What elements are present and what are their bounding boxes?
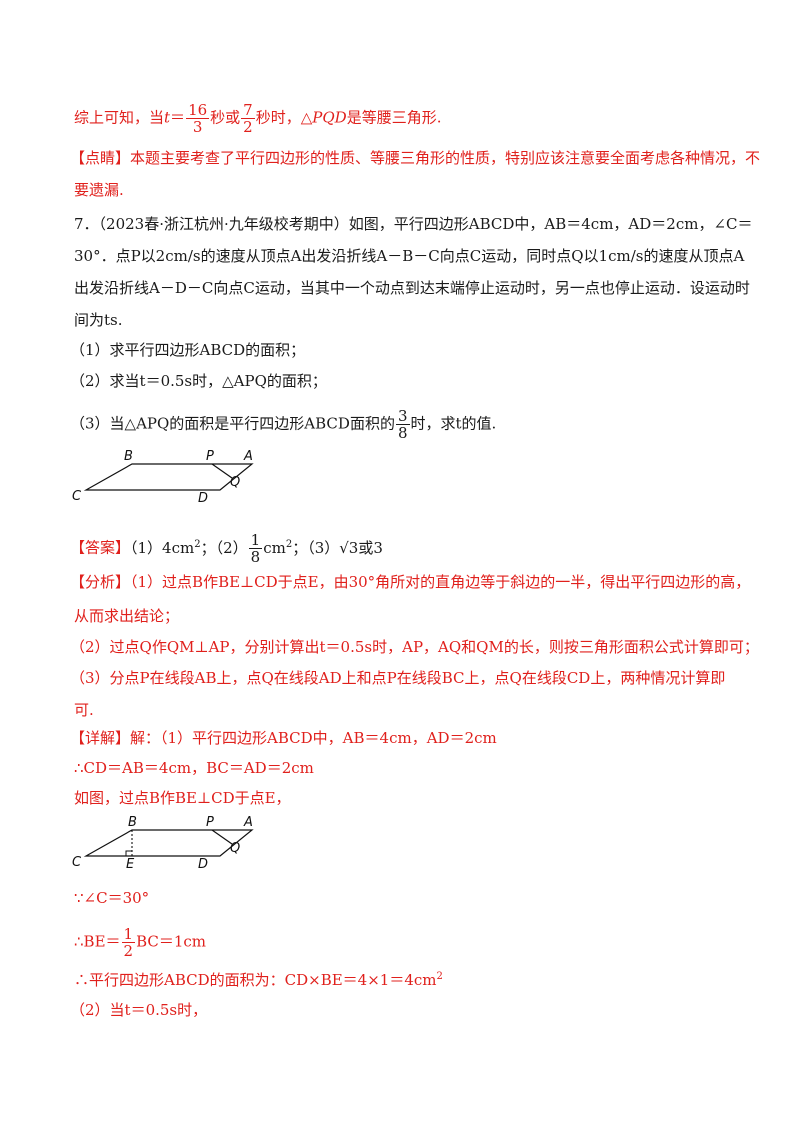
question-2: （2）求当t＝0.5s时，△APQ的面积；	[70, 372, 327, 390]
comment-line-2: 要遗漏.	[74, 181, 124, 199]
frac-den: 2	[123, 942, 134, 960]
right-angle-mark	[125, 850, 132, 856]
area-text: ∴平行四边形ABCD的面积为：CD×BE＝4×1＝4cm	[74, 971, 437, 989]
analysis-line-2: 从而求出结论；	[74, 607, 180, 625]
problem-line-3: 出发沿折线A－D－C向点C运动，当其中一个动点到达末端停止运动时，另一点也停止运…	[74, 279, 750, 297]
parallelogram-figure-2: B P A Q C E D	[72, 815, 254, 872]
frac-num: 3	[395, 407, 410, 425]
label-p: P	[206, 449, 214, 464]
question-1: （1）求平行四边形ABCD的面积；	[70, 341, 306, 359]
label-d: D	[198, 491, 208, 506]
superscript: 2	[285, 538, 293, 550]
summary-end: 是等腰三角形.	[346, 108, 442, 127]
frac-num: 1	[248, 531, 263, 549]
label-p: P	[206, 815, 214, 830]
segment-pq	[211, 829, 233, 845]
summary-text: 综上可知，当	[74, 108, 165, 127]
analysis-line-4: （3）分点P在线段AB上，点Q在线段AD上和点P在线段BC上，点Q在线段CD上，…	[70, 669, 726, 687]
frac-den: 2	[243, 118, 253, 136]
analysis-line-1: 【分析】（1）过点B作BE⊥CD于点E，由30°角所对的直角边等于斜边的一半，得…	[70, 573, 751, 591]
problem-line-1: 7．（2023春·浙江杭州·九年级校考期中）如图，平行四边形ABCD中，AB＝4…	[74, 215, 753, 233]
frac-den: 3	[192, 118, 203, 136]
frac-den: 8	[397, 424, 408, 442]
frac-num: 1	[121, 925, 136, 943]
frac-den: 8	[250, 548, 261, 566]
analysis-line-5: 可.	[74, 701, 94, 719]
frac-num: 7	[241, 101, 255, 119]
triangle-pqd: PQD	[312, 108, 347, 127]
label-c: C	[72, 855, 82, 870]
analysis-line-3: （2）过点Q作QM⊥AP，分别计算出t＝0.5s时，AP，AQ和QM的长，则按三…	[70, 638, 759, 656]
solution-because: ∵∠C＝30°	[74, 889, 150, 907]
parallelogram-abcd	[83, 829, 254, 857]
superscript: 2	[194, 538, 201, 550]
label-d: D	[198, 857, 208, 872]
comment-line-1: 【点睛】本题主要考查了平行四边形的性质、等腰三角形的性质，特别应该注意要全面考虑…	[70, 149, 761, 167]
superscript: 2	[436, 971, 443, 982]
answer-part-1: （1）4cm	[130, 538, 195, 557]
label-q: Q	[230, 841, 240, 856]
label-a: A	[243, 815, 253, 830]
equals: ＝	[170, 108, 186, 127]
label-c: C	[72, 489, 82, 504]
sqrt-3: √3	[339, 538, 359, 557]
solution-part-2: （2）当t＝0.5s时，	[70, 1001, 208, 1019]
label-b: B	[128, 815, 137, 830]
label-b: B	[124, 449, 133, 464]
answer-unit: cm	[263, 538, 286, 557]
detail-line-3: 如图，过点B作BE⊥CD于点E，	[74, 789, 291, 807]
solution-area: ∴平行四边形ABCD的面积为：CD×BE＝4×1＝4cm2	[74, 970, 730, 990]
var-t: t	[164, 108, 171, 127]
label-q: Q	[230, 475, 240, 490]
answer-label: 【答案】	[70, 538, 131, 557]
q3-suffix: 时，求t的值.	[410, 414, 497, 433]
answer-sep: ；（2）	[200, 538, 248, 557]
segment-pq	[211, 463, 233, 479]
answer-sep: ；（3）	[292, 538, 340, 557]
summary-mid: 秒或	[210, 108, 241, 127]
summary-suffix: 秒时，△	[255, 108, 313, 127]
problem-line-2: 30°．点P以2cm/s的速度从顶点A出发沿折线A－B－C向点C运动，同时点Q以…	[74, 247, 745, 265]
label-e: E	[126, 857, 135, 872]
detail-line-2: ∴CD＝AB＝4cm，BC＝AD＝2cm	[74, 759, 314, 777]
be-suffix: BC＝1cm	[136, 932, 207, 951]
be-prefix: ∴BE＝	[74, 932, 121, 951]
answer-part-3: 或3	[358, 538, 383, 557]
parallelogram-figure-1: B P A Q C D	[72, 449, 254, 506]
q3-prefix: （3）当△APQ的面积是平行四边形ABCD面积的	[70, 414, 395, 433]
label-a: A	[243, 449, 253, 464]
problem-line-4: 间为ts.	[74, 311, 123, 329]
parallelogram-abcd	[83, 463, 254, 491]
frac-num: 16	[186, 101, 210, 119]
detail-line-1: 【详解】解：（1）平行四边形ABCD中，AB＝4cm，AD＝2cm	[70, 729, 497, 747]
